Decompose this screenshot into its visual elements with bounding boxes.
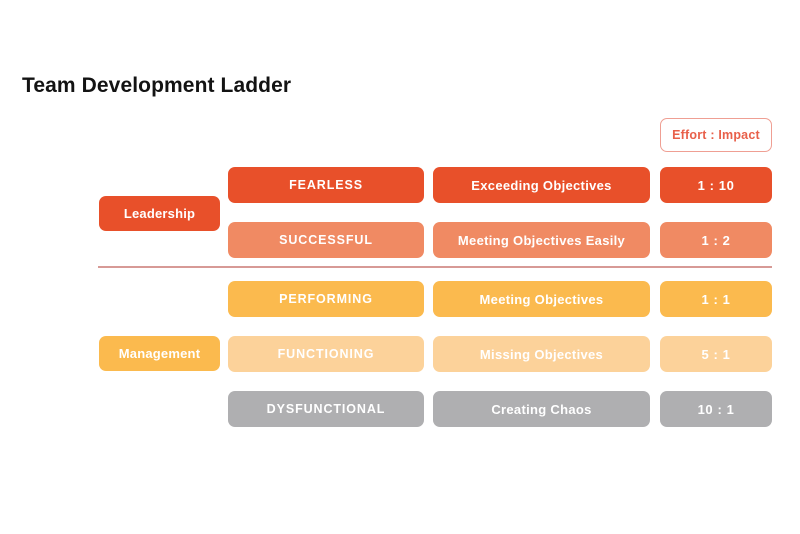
group-badge-management[interactable]: Management	[99, 336, 220, 371]
ratio-cell[interactable]: 1 : 10	[660, 167, 772, 203]
effort-impact-legend-label: Effort : Impact	[672, 128, 760, 142]
ladder-row: FEARLESS Exceeding Objectives 1 : 10	[0, 167, 800, 203]
ratio-cell[interactable]: 1 : 2	[660, 222, 772, 258]
description-cell[interactable]: Meeting Objectives	[433, 281, 650, 317]
ratio-cell[interactable]: 1 : 1	[660, 281, 772, 317]
ladder-row: SUCCESSFUL Meeting Objectives Easily 1 :…	[0, 222, 800, 258]
stage-cell[interactable]: DYSFUNCTIONAL	[228, 391, 424, 427]
stage-cell[interactable]: FEARLESS	[228, 167, 424, 203]
stage-cell[interactable]: PERFORMING	[228, 281, 424, 317]
description-cell[interactable]: Missing Objectives	[433, 336, 650, 372]
group-badge-management-label: Management	[118, 346, 201, 361]
page-title: Team Development Ladder	[22, 74, 292, 97]
group-badge-leadership[interactable]: Leadership	[99, 196, 220, 231]
description-cell[interactable]: Meeting Objectives Easily	[433, 222, 650, 258]
group-badge-leadership-label: Leadership	[123, 206, 196, 221]
stage-cell[interactable]: SUCCESSFUL	[228, 222, 424, 258]
description-cell[interactable]: Creating Chaos	[433, 391, 650, 427]
ladder-row: PERFORMING Meeting Objectives 1 : 1	[0, 281, 800, 317]
stage-cell[interactable]: FUNCTIONING	[228, 336, 424, 372]
ladder-row: DYSFUNCTIONAL Creating Chaos 10 : 1	[0, 391, 800, 427]
ratio-cell[interactable]: 10 : 1	[660, 391, 772, 427]
ladder-row: FUNCTIONING Missing Objectives 5 : 1	[0, 336, 800, 372]
description-cell[interactable]: Exceeding Objectives	[433, 167, 650, 203]
section-divider	[98, 266, 772, 268]
effort-impact-legend-badge: Effort : Impact	[660, 118, 772, 152]
ratio-cell[interactable]: 5 : 1	[660, 336, 772, 372]
